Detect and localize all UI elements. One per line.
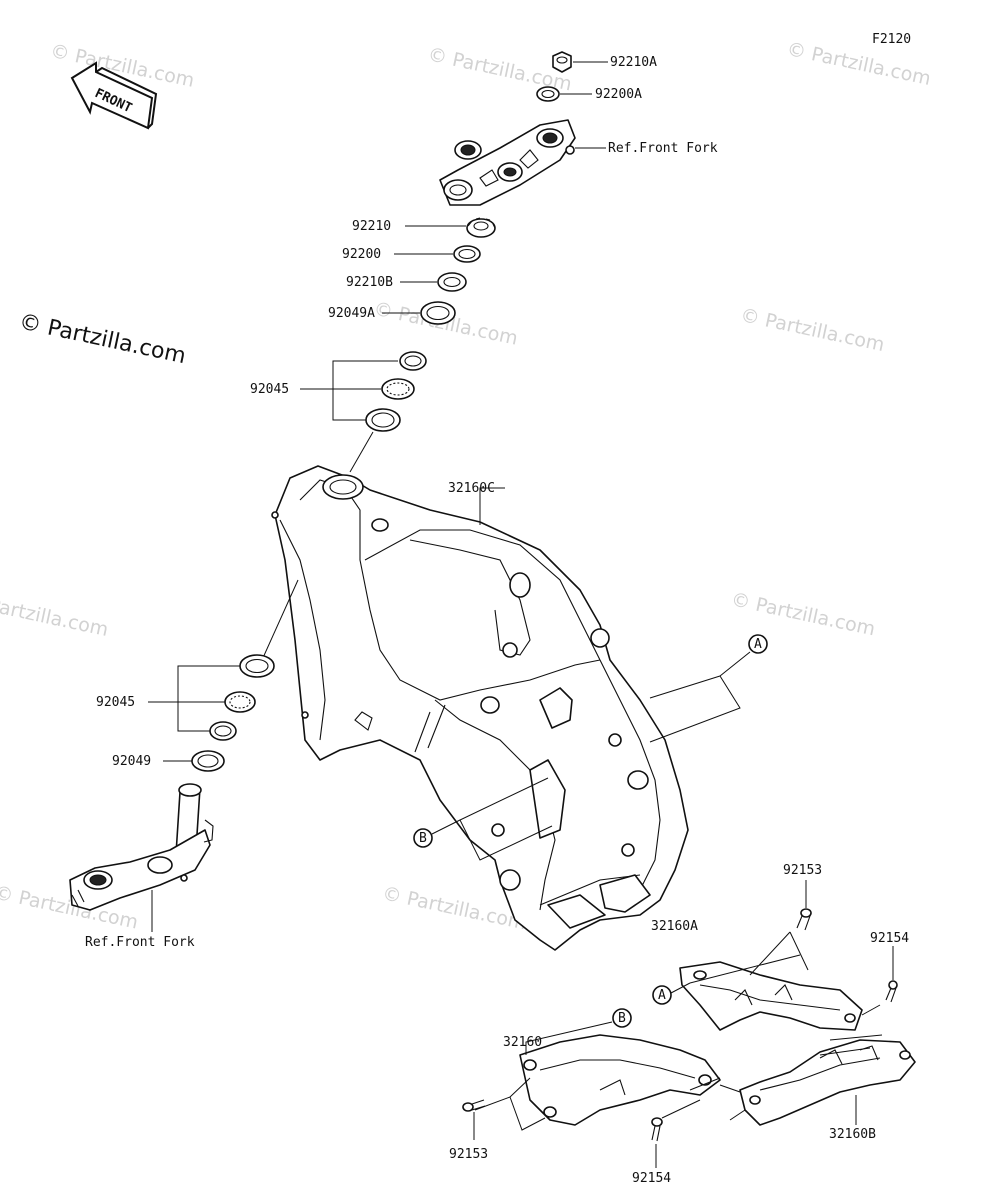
nut-92210a-part xyxy=(552,51,572,73)
label-92045-upper: 92045 xyxy=(250,382,289,397)
label-32160c: 32160C xyxy=(448,481,495,496)
label-92154-lower: 92154 xyxy=(632,1171,671,1186)
callout-a-bracket xyxy=(652,985,672,1005)
copyright-text: © Partzilla.com xyxy=(17,309,188,369)
label-32160b: 32160B xyxy=(829,1127,876,1142)
bolt-92154-upper-part xyxy=(885,980,898,1003)
diagram-code: F2120 xyxy=(872,32,911,47)
washer-92200-part xyxy=(453,245,481,263)
bracket-32160-part xyxy=(519,1034,721,1126)
bolt-92153-upper-part xyxy=(796,908,812,931)
upper-bearing-set-part xyxy=(365,351,427,432)
label-92210: 92210 xyxy=(352,219,391,234)
label-92200a: 92200A xyxy=(595,87,642,102)
bolt-92153-lower-part xyxy=(462,1099,486,1112)
watermark: © Partzilla.com xyxy=(0,589,110,641)
callout-a-label: A xyxy=(754,637,762,652)
front-arrow-icon: FRONT xyxy=(70,61,158,130)
label-92153-upper: 92153 xyxy=(783,863,822,878)
callout-b-frame xyxy=(413,828,433,848)
washer-92200a-part xyxy=(536,86,560,102)
label-92045-lower: 92045 xyxy=(96,695,135,710)
label-92154-upper: 92154 xyxy=(870,931,909,946)
seal-92049-part xyxy=(191,750,225,772)
upper-triple-clamp-part xyxy=(439,119,576,206)
bolt-92154-lower-part xyxy=(651,1117,663,1142)
label-92200: 92200 xyxy=(342,247,381,262)
bracket-32160a-part xyxy=(679,961,863,1031)
watermark: © Partzilla.com xyxy=(729,588,877,640)
lower-bearing-set-part xyxy=(209,654,275,741)
label-92049: 92049 xyxy=(112,754,151,769)
bracket-32160b-part xyxy=(739,1039,916,1126)
nut-92210-part xyxy=(466,217,496,238)
seal-92049a-part xyxy=(420,301,456,325)
callout-b2-label: B xyxy=(618,1011,626,1026)
label-32160: 32160 xyxy=(503,1035,542,1050)
label-92210a: 92210A xyxy=(610,55,657,70)
lower-triple-clamp-part xyxy=(69,783,214,911)
label-ref-front-fork-top: Ref.Front Fork xyxy=(608,141,718,156)
label-32160a: 32160A xyxy=(651,919,698,934)
callout-b-label: B xyxy=(419,831,427,846)
label-ref-front-fork-bottom: Ref.Front Fork xyxy=(85,935,195,950)
main-frame-part xyxy=(271,465,689,951)
label-92049a: 92049A xyxy=(328,306,375,321)
label-92153-lower: 92153 xyxy=(449,1147,488,1162)
callout-a2-label: A xyxy=(658,988,666,1003)
label-92210b: 92210B xyxy=(346,275,393,290)
nut-92210b-part xyxy=(437,272,467,292)
callout-a-frame xyxy=(748,634,768,654)
watermark: © Partzilla.com xyxy=(738,304,886,356)
callout-b-bracket xyxy=(612,1008,632,1028)
